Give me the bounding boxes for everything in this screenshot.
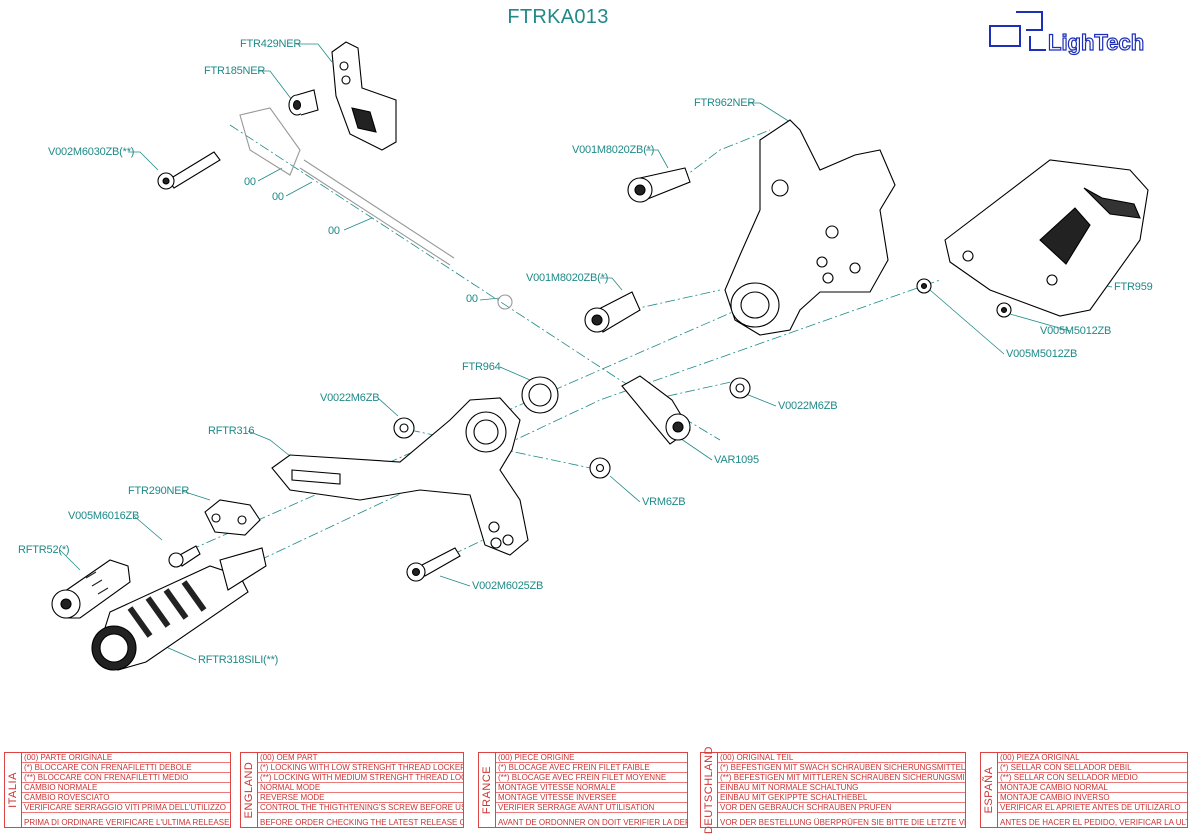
part-v005m5012zb-a xyxy=(916,278,932,294)
label-v005m6016zb: V005M6016ZB xyxy=(68,510,140,522)
legend-row: (00) ORIGINAL TEIL xyxy=(718,753,965,763)
legend-row: (*) BLOCCARE CON FRENAFILETTI DEBOLE xyxy=(22,763,230,773)
part-v002m6030zb xyxy=(157,151,221,190)
part-oem-rod xyxy=(239,107,513,310)
legend-row: (*) BEFESTIGEN MIT SWACH SCHRAUBEN SICHE… xyxy=(718,763,965,773)
legend-row: VERIFICARE SERRAGGIO VITI PRIMA DELL'UTI… xyxy=(22,803,230,813)
legend-country: ITALIA xyxy=(5,753,22,827)
part-v002m6025zb xyxy=(406,547,461,582)
part-ftr964 xyxy=(521,376,559,414)
parts xyxy=(51,41,1149,671)
label-v0022m6zb-a: V0022M6ZB xyxy=(320,392,380,404)
legend-row: CAMBIO ROVESCIATO xyxy=(22,793,230,803)
legend-row: EINBAU MIT GEKIPPTE SCHALTHEBEL xyxy=(718,793,965,803)
legend-row: (00) PIECE ORIGINE xyxy=(496,753,687,763)
legend-country: ENGLAND xyxy=(241,753,258,827)
label-rftr318sili: RFTR318SILI(**) xyxy=(198,654,279,666)
legend-row: MONTAJE CAMBIO INVERSO xyxy=(998,793,1187,803)
legend-row: VERIFIER SERRAGE AVANT UTILISATION xyxy=(496,803,687,813)
part-rftr316 xyxy=(271,397,529,556)
part-v005m5012zb-b xyxy=(996,302,1012,318)
legend-row: BEFORE ORDER CHECKING THE LATEST RELEASE… xyxy=(260,818,463,827)
label-v001m8020zb-a: V001M8020ZB(*) xyxy=(572,144,655,156)
legend-country: ESPAÑA xyxy=(981,753,998,827)
part-rftr318sili xyxy=(91,547,267,671)
legend-row: MONTAGE VITESSE INVERSEE xyxy=(496,793,687,803)
part-ftr185ner xyxy=(288,89,319,116)
legend-row: NORMAL MODE xyxy=(258,783,463,793)
label-oem-b: 00 xyxy=(272,191,284,203)
part-var1095 xyxy=(621,375,691,445)
legend-row: CAMBIO NORMALE xyxy=(22,783,230,793)
label-ftr959: FTR959 xyxy=(1114,281,1153,293)
legend-row: (**) SELLAR CON SELLADOR MEDIO xyxy=(998,773,1187,783)
label-v005m5012zb-a: V005M5012ZB xyxy=(1040,325,1112,337)
legend-row: (00) PARTE ORIGINALE xyxy=(22,753,230,763)
label-ftr962ner: FTR962NER xyxy=(694,97,756,109)
legend-italia: ITALIA (00) PARTE ORIGINALE (*) BLOCCARE… xyxy=(4,752,231,828)
part-ftr962ner xyxy=(724,119,896,336)
legend-row: MONTAGE VITESSE NORMALE xyxy=(496,783,687,793)
label-rftr52: RFTR52(*) xyxy=(18,544,70,556)
legend-row: (**) BLOCAGE AVEC FREIN FILET MOYENNE xyxy=(496,773,687,783)
legend-row: CONTROL THE THIGTHTENING'S SCREW BEFORE … xyxy=(258,803,463,813)
part-v001m8020zb-b xyxy=(584,291,641,333)
legend-row: VOR DEN GEBRAUCH SCHRAUBEN PRUFEN xyxy=(718,803,965,813)
label-v0022m6zb-b: V0022M6ZB xyxy=(778,400,838,412)
label-oem-c: 00 xyxy=(328,225,340,237)
part-vrm6zb xyxy=(589,457,611,479)
label-var1095: VAR1095 xyxy=(714,454,759,466)
legend-row: (00) PIEZA ORIGINAL xyxy=(998,753,1187,763)
svg-text:LighTech: LighTech xyxy=(1048,30,1144,55)
label-v002m6030zb: V002M6030ZB(**) xyxy=(48,146,135,158)
legend-row: PRIMA DI ORDINARE VERIFICARE L'ULTIMA RE… xyxy=(24,818,230,827)
drawing-title: FTRKA013 xyxy=(507,6,609,28)
legend-row: EINBAU MIT NORMALE SCHALTUNG xyxy=(718,783,965,793)
part-v0022m6zb-a xyxy=(393,417,415,439)
legend-row: ANTES DE HACER EL PEDIDO, VERIFICAR LA U… xyxy=(1000,818,1187,827)
legend-row: (**) BEFESTIGEN MIT MITTLEREN SCHRAUBEN … xyxy=(718,773,965,783)
label-ftr185ner: FTR185NER xyxy=(204,65,266,77)
part-rftr52 xyxy=(51,559,131,619)
legend-row: VOR DER BESTELLUNG ÜBERPRÜFEN SIE BITTE … xyxy=(720,818,965,827)
part-ftr959 xyxy=(944,159,1149,317)
label-v001m8020zb-b: V001M8020ZB(*) xyxy=(526,272,609,284)
legend-france: FRANCE (00) PIECE ORIGINE (*) BLOCAGE AV… xyxy=(478,752,688,828)
label-vrm6zb: VRM6ZB xyxy=(642,496,686,508)
label-v002m6025zb: V002M6025ZB xyxy=(472,580,544,592)
legend-row: (**) BLOCCARE CON FRENAFILETTI MEDIO xyxy=(22,773,230,783)
label-ftr964: FTR964 xyxy=(462,361,501,373)
legend-row: (*) LOCKING WITH LOW STRENGHT THREAD LOC… xyxy=(258,763,463,773)
part-ftr429ner xyxy=(331,41,397,151)
legend-row: (*) BLOCAGE AVEC FREIN FILET FAIBLE xyxy=(496,763,687,773)
legend-england: ENGLAND (00) OEM PART (*) LOCKING WITH L… xyxy=(240,752,464,828)
part-v0022m6zb-b xyxy=(729,377,751,399)
legend-row: AVANT DE ORDONNER ON DOIT VERIFIER LA DE… xyxy=(498,818,687,827)
part-v005m6016zb xyxy=(168,545,201,568)
legend-deutschland: DEUTSCHLAND (00) ORIGINAL TEIL (*) BEFES… xyxy=(700,746,966,834)
legend-row: VERIFICAR EL APRIETE ANTES DE UTILIZARLO xyxy=(998,803,1187,813)
legend-row: MONTAJE CAMBIO NORMAL xyxy=(998,783,1187,793)
label-v005m5012zb-b: V005M5012ZB xyxy=(1006,348,1078,360)
label-oem-a: 00 xyxy=(244,176,256,188)
legend-espana: ESPAÑA (00) PIEZA ORIGINAL (*) SELLAR CO… xyxy=(980,752,1188,828)
label-oem-d: 00 xyxy=(466,293,478,305)
label-ftr290ner: FTR290NER xyxy=(128,485,190,497)
legend-country: FRANCE xyxy=(479,753,496,827)
label-rftr316: RFTR316 xyxy=(208,425,255,437)
legend-row: (00) OEM PART xyxy=(258,753,463,763)
leader-lines xyxy=(59,43,1113,661)
legend-row: (**) LOCKING WITH MEDIUM STRENGHT THREAD… xyxy=(258,773,463,783)
lightech-logo: LighTech xyxy=(989,11,1145,56)
part-v001m8020zb-a xyxy=(627,167,691,203)
legend-country: DEUTSCHLAND xyxy=(701,746,718,834)
label-ftr429ner: FTR429NER xyxy=(240,38,302,50)
legend-row: REVERSE MODE xyxy=(258,793,463,803)
legend-row: (*) SELLAR CON SELLADOR DEBIL xyxy=(998,763,1187,773)
part-ftr290ner xyxy=(204,499,261,536)
